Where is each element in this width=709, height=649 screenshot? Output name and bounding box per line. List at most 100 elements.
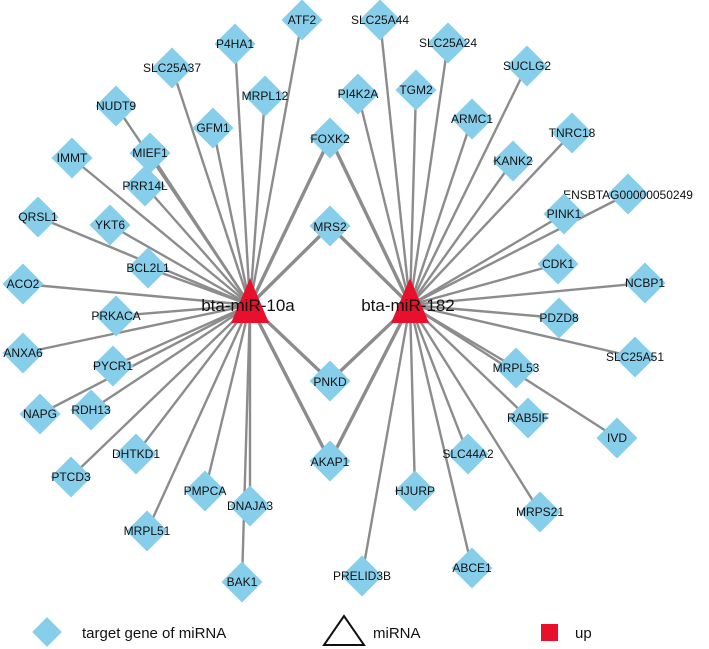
gene-node-prkaca[interactable]: PRKACA <box>91 295 141 337</box>
mirna-node-m182[interactable]: bta-miR-182 <box>361 278 455 323</box>
gene-node-pnkd[interactable]: PNKD <box>309 360 351 402</box>
gene-diamond-icon <box>70 389 112 431</box>
gene-node-dnaja3[interactable]: DNAJA3 <box>227 485 273 527</box>
gene-node-slc25a51[interactable]: SLC25A51 <box>606 336 664 378</box>
edge-cdk1-m182 <box>409 262 559 307</box>
gene-label: MRPL51 <box>124 524 171 538</box>
edge-pink1-m182 <box>409 212 565 307</box>
gene-node-ivd[interactable]: IVD <box>596 417 638 459</box>
gene-node-p4ha1[interactable]: P4HA1 <box>214 23 256 65</box>
gene-node-ykt6[interactable]: YKT6 <box>89 204 131 246</box>
gene-node-tgm2[interactable]: TGM2 <box>395 69 437 111</box>
gene-diamond-icon <box>151 47 193 89</box>
gene-node-pmpca[interactable]: PMPCA <box>184 470 227 512</box>
gene-node-dhtkd1[interactable]: DHTKD1 <box>112 433 160 475</box>
edge-akap1-m10a <box>248 304 332 462</box>
gene-node-pink1[interactable]: PINK1 <box>543 193 585 235</box>
gene-node-mrs2[interactable]: MRS2 <box>309 205 351 247</box>
gene-label: IVD <box>607 431 627 445</box>
gene-node-slc25a24[interactable]: SLC25A24 <box>419 22 477 64</box>
gene-diamond-icon <box>537 243 579 285</box>
gene-node-akap1[interactable]: AKAP1 <box>309 440 351 482</box>
gene-node-rab5if[interactable]: RAB5IF <box>507 397 549 439</box>
gene-node-immt[interactable]: IMMT <box>51 137 93 179</box>
gene-label: SLC25A37 <box>143 61 201 75</box>
gene-diamond-icon <box>492 140 534 182</box>
gene-node-foxk2[interactable]: FOXK2 <box>309 117 351 159</box>
gene-label: PNKD <box>313 375 347 389</box>
gene-label: SUCLG2 <box>503 59 551 73</box>
mirna-node-layer: bta-miR-10a bta-miR-182 <box>201 278 455 323</box>
edge-layer <box>22 19 646 583</box>
gene-node-slc44a2[interactable]: SLC44A2 <box>442 433 494 475</box>
gene-diamond-icon <box>17 196 59 238</box>
gene-node-hjurp[interactable]: HJURP <box>394 470 436 512</box>
gene-diamond-icon <box>551 112 593 154</box>
gene-node-pdzd8[interactable]: PDZD8 <box>538 297 580 339</box>
gene-node-pi4k2a[interactable]: PI4K2A <box>337 73 379 115</box>
edge-ncbp1-m182 <box>409 281 646 307</box>
gene-node-suclg2[interactable]: SUCLG2 <box>503 45 551 87</box>
gene-label: P4HA1 <box>216 37 254 51</box>
legend-up-label: up <box>575 625 592 642</box>
gene-diamond-icon <box>184 470 226 512</box>
gene-node-tnrc18[interactable]: TNRC18 <box>549 112 596 154</box>
gene-label: IMMT <box>57 151 88 165</box>
gene-node-bcl2l1[interactable]: BCL2L1 <box>126 247 170 289</box>
gene-node-ptcd3[interactable]: PTCD3 <box>50 456 92 498</box>
gene-node-pycr1[interactable]: PYCR1 <box>92 345 134 387</box>
gene-diamond-icon <box>89 204 131 246</box>
gene-diamond-icon <box>451 547 493 589</box>
gene-diamond-icon <box>395 69 437 111</box>
gene-node-armc1[interactable]: ARMC1 <box>451 98 493 140</box>
gene-node-ncbp1[interactable]: NCBP1 <box>624 262 666 304</box>
gene-node-gfm1[interactable]: GFM1 <box>192 107 234 149</box>
gene-label: KANK2 <box>493 154 533 168</box>
edge-mrps21-m182 <box>408 304 542 513</box>
gene-label: PMPCA <box>184 484 227 498</box>
gene-label: MRS2 <box>313 220 347 234</box>
edge-pmpca-m10a <box>203 304 252 492</box>
edge-prelid3b-m182 <box>360 304 412 577</box>
mirna-triangle-icon <box>231 278 269 323</box>
legend-mirna-label: miRNA <box>373 625 421 642</box>
edge-mrpl51-m10a <box>145 304 252 532</box>
gene-node-rdh13[interactable]: RDH13 <box>70 389 112 431</box>
gene-diamond-icon <box>221 561 263 603</box>
gene-node-mrps21[interactable]: MRPS21 <box>516 491 564 533</box>
gene-node-mrpl12[interactable]: MRPL12 <box>242 75 289 117</box>
gene-label: PINK1 <box>547 207 582 221</box>
gene-label: CDK1 <box>542 257 574 271</box>
gene-diamond-icon <box>115 433 157 475</box>
gene-node-anxa6[interactable]: ANXA6 <box>2 332 44 374</box>
mirna-node-m10a[interactable]: bta-miR-10a <box>201 278 295 323</box>
gene-label: GFM1 <box>196 121 230 135</box>
gene-node-ensbtag00000050249[interactable]: ENSBTAG00000050249 <box>563 173 693 215</box>
legend-mirna-triangle-icon <box>322 614 366 646</box>
gene-node-cdk1[interactable]: CDK1 <box>537 243 579 285</box>
edge-slc25a24-m182 <box>408 42 450 306</box>
gene-node-slc25a37[interactable]: SLC25A37 <box>143 47 201 89</box>
gene-node-aco2[interactable]: ACO2 <box>2 263 44 305</box>
gene-node-qrsl1[interactable]: QRSL1 <box>17 196 59 238</box>
gene-node-prr14l[interactable]: PRR14L <box>122 165 168 207</box>
gene-label: NUDT9 <box>96 99 136 113</box>
gene-label: TGM2 <box>399 83 433 97</box>
gene-node-mief1[interactable]: MIEF1 <box>129 132 171 174</box>
gene-node-slc25a44[interactable]: SLC25A44 <box>351 0 409 41</box>
gene-diamond-icon <box>309 117 351 159</box>
gene-diamond-icon <box>95 295 137 337</box>
gene-node-kank2[interactable]: KANK2 <box>492 140 534 182</box>
gene-node-prelid3b[interactable]: PRELID3B <box>333 555 391 597</box>
gene-node-atf2[interactable]: ATF2 <box>281 0 323 41</box>
gene-node-abce1[interactable]: ABCE1 <box>451 547 493 589</box>
gene-node-napg[interactable]: NAPG <box>19 393 61 435</box>
gene-node-mrpl53[interactable]: MRPL53 <box>493 347 540 389</box>
edge-foxk2-m182 <box>328 137 412 306</box>
gene-node-mrpl51[interactable]: MRPL51 <box>124 510 171 552</box>
gene-node-bak1[interactable]: BAK1 <box>221 561 263 603</box>
gene-node-nudt9[interactable]: NUDT9 <box>95 85 137 127</box>
gene-label: SLC25A24 <box>419 36 477 50</box>
edge-prr14l-m10a <box>144 185 251 306</box>
